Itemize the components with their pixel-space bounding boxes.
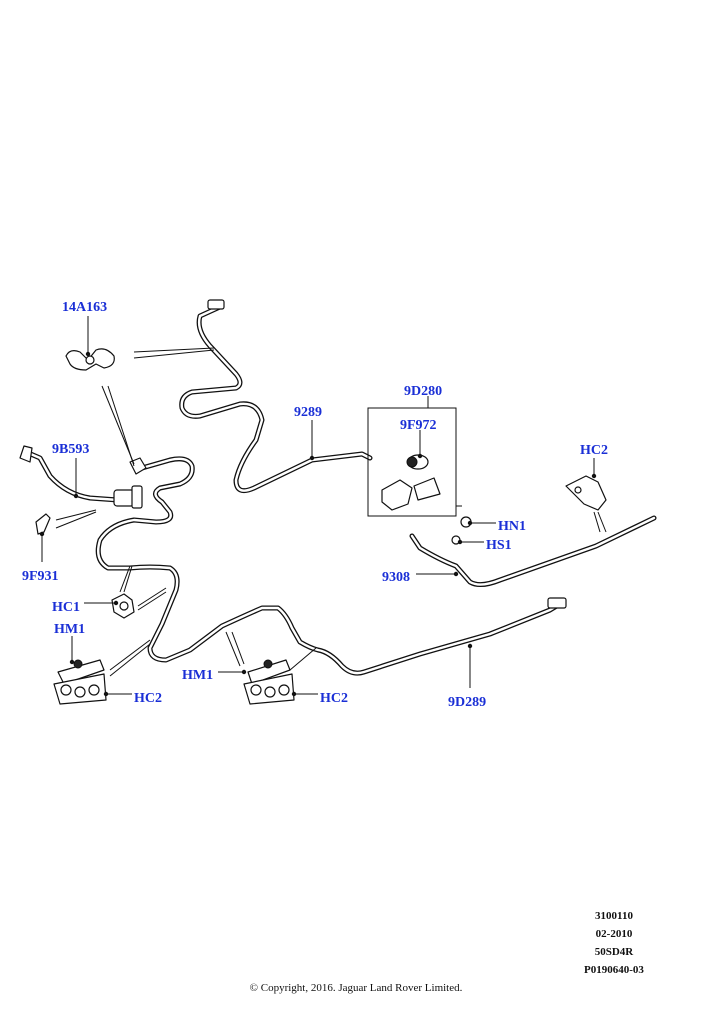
ref-line-2: 02-2010 — [595, 928, 633, 940]
callout-HN1[interactable]: HN1 — [498, 519, 526, 534]
callout-HM1-left[interactable]: HM1 — [54, 622, 85, 637]
pipe-upper-loop — [95, 456, 563, 676]
callout-HC2-mid[interactable]: HC2 — [320, 691, 348, 706]
callout-HC2-right[interactable]: HC2 — [580, 443, 608, 458]
leader-dots — [39, 351, 597, 697]
pipe-9B593 — [23, 449, 137, 503]
callout-9F972[interactable]: 9F972 — [400, 418, 437, 433]
ref-line-1: 3100110 — [595, 910, 633, 922]
ref-line-4: P0190640-03 — [584, 964, 644, 976]
callout-HS1[interactable]: HS1 — [486, 538, 512, 553]
callout-HC2-left[interactable]: HC2 — [134, 691, 162, 706]
pipe-9308 — [409, 515, 657, 588]
mount-middle — [243, 659, 295, 705]
mount-left — [53, 659, 107, 705]
leader-lines — [41, 316, 607, 695]
diagram-reference-block: 3100110 02-2010 50SD4R P0190640-03 — [572, 907, 656, 979]
connector-9D289 — [547, 597, 567, 609]
bracket-9F931 — [35, 513, 51, 535]
pipe-9289 — [179, 303, 373, 494]
clip-HC2-right — [565, 475, 607, 511]
callout-9B593[interactable]: 9B593 — [52, 442, 89, 457]
clip-HC1 — [111, 593, 135, 619]
fitting-top — [129, 299, 225, 475]
connector-9B593 — [19, 445, 33, 463]
sensor-9D280 — [367, 407, 457, 517]
callout-9D280[interactable]: 9D280 — [404, 384, 442, 399]
callout-HM1-mid[interactable]: HM1 — [182, 668, 213, 683]
callout-14A163[interactable]: 14A163 — [62, 300, 107, 315]
copyright-notice: © Copyright, 2016. Jaguar Land Rover Lim… — [249, 982, 463, 994]
callout-9289[interactable]: 9289 — [294, 405, 322, 420]
callout-9F931[interactable]: 9F931 — [22, 569, 59, 584]
callout-9D289[interactable]: 9D289 — [448, 695, 486, 710]
ref-line-3: 50SD4R — [594, 946, 634, 958]
clip-14A163 — [65, 348, 115, 371]
callout-HC1[interactable]: HC1 — [52, 600, 80, 615]
filter-housing — [113, 485, 143, 509]
callout-9308[interactable]: 9308 — [382, 570, 410, 585]
